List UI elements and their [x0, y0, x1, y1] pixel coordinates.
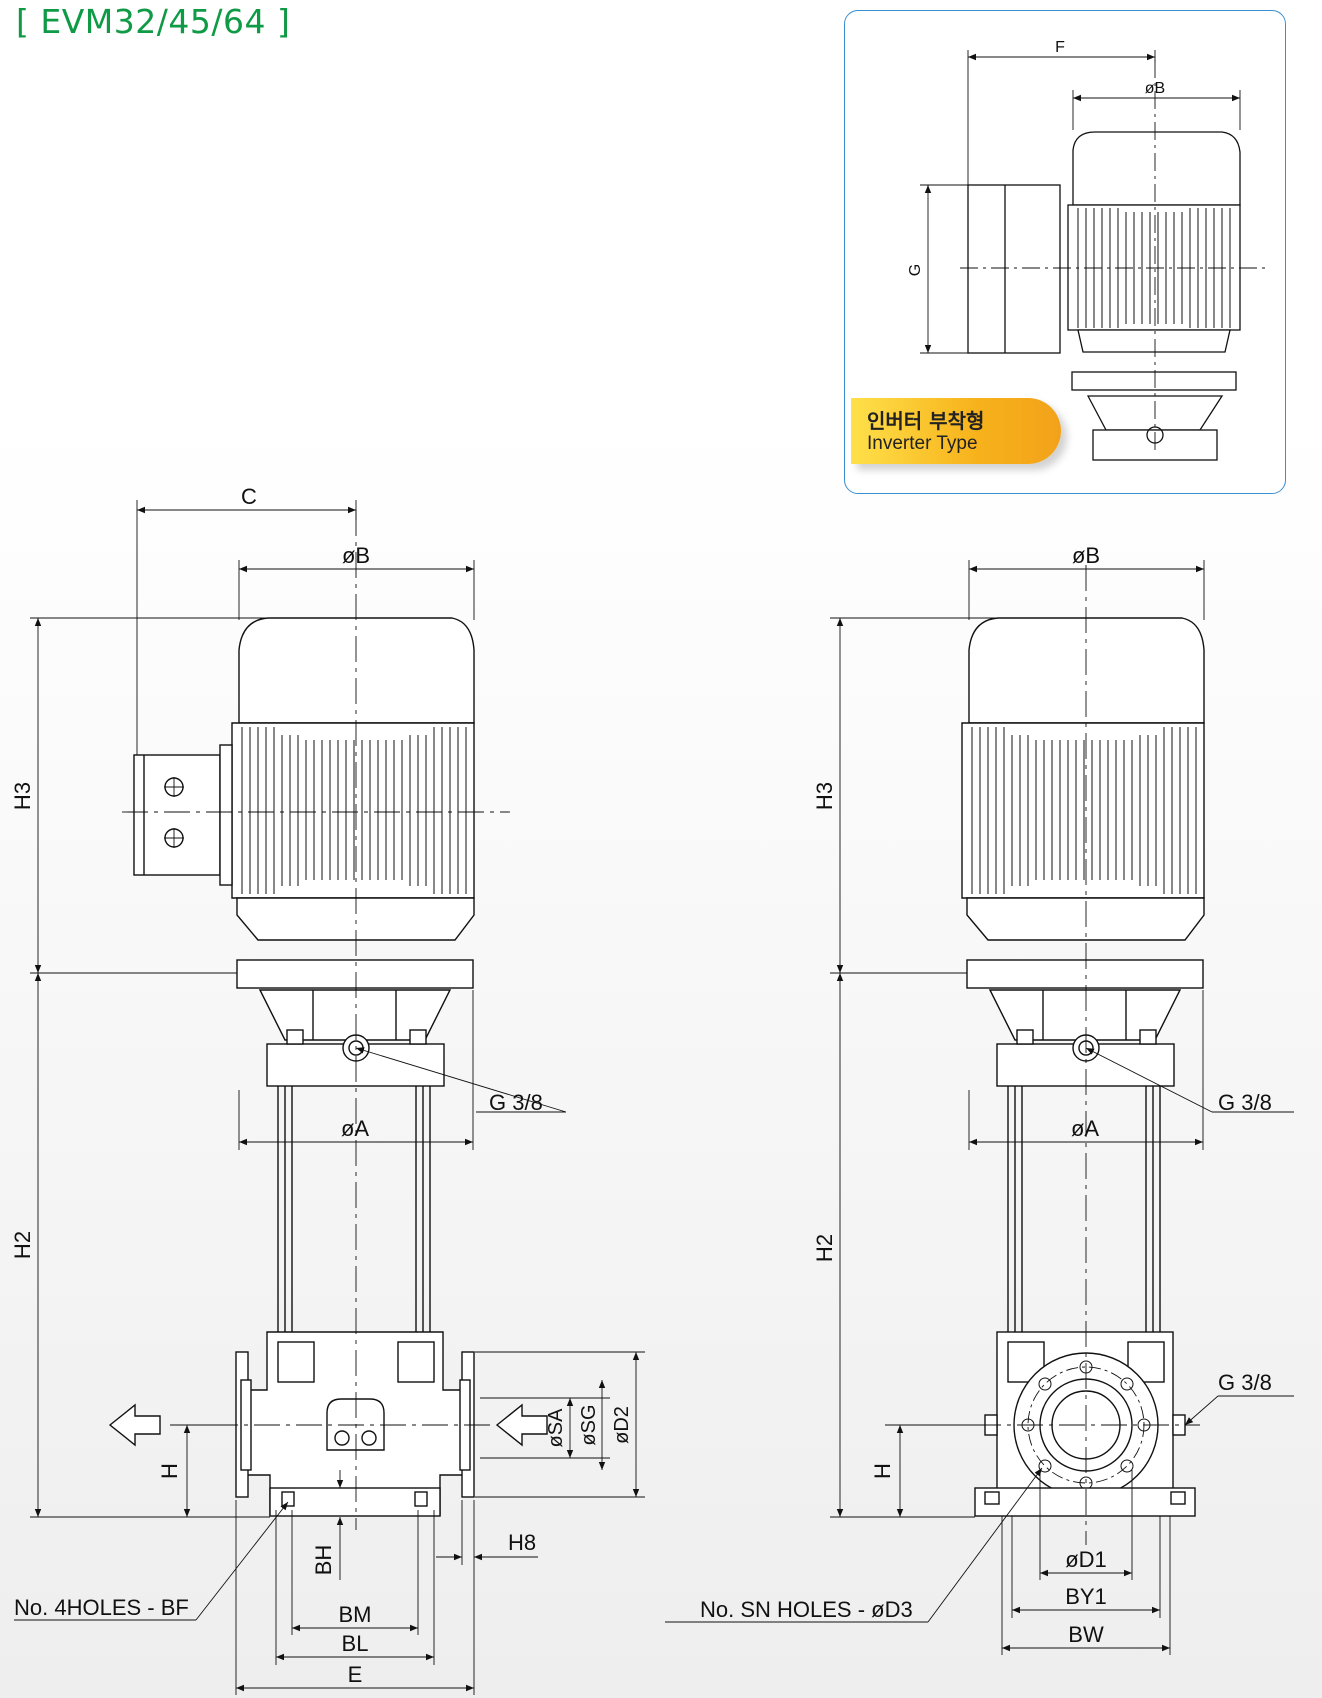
page-title: [ EVM32/45/64 ]: [16, 2, 291, 41]
side-dim-by1: BY1: [1065, 1584, 1107, 1609]
front-holes-label: No. 4HOLES - BF: [14, 1595, 189, 1620]
side-fins: [971, 727, 1197, 894]
front-dim-sa: øSA: [545, 1408, 567, 1448]
side-holes-label: No. SN HOLES - øD3: [700, 1597, 913, 1622]
front-dim-b: øB: [342, 543, 370, 568]
front-dim-e: E: [348, 1662, 363, 1687]
front-dim-h8: H8: [508, 1530, 536, 1555]
front-dim-c: C: [241, 484, 257, 509]
front-dim-h3: H3: [10, 782, 35, 810]
front-dim-d2: øD2: [611, 1406, 633, 1444]
front-dim-g38: G 3/8: [489, 1090, 543, 1115]
inset-dim-b: øB: [1145, 80, 1165, 97]
front-dim-sg: øSG: [578, 1404, 600, 1445]
badge-label-ko: 인버터 부착형: [867, 409, 985, 433]
inset-dim-g: G: [907, 264, 924, 276]
front-dim-h: H: [157, 1463, 182, 1479]
inset-drawing: [920, 50, 1268, 461]
inset-dim-f: F: [1055, 39, 1065, 56]
front-dim-a: øA: [341, 1116, 369, 1141]
side-dim-d1: øD1: [1065, 1547, 1107, 1572]
front-dim-bm: BM: [339, 1602, 372, 1627]
front-dim-h2: H2: [10, 1231, 35, 1259]
side-dim-g38-top: G 3/8: [1218, 1090, 1272, 1115]
side-dim-h2: H2: [812, 1234, 837, 1262]
front-dim-bl: BL: [342, 1631, 369, 1656]
side-view-drawing: [665, 560, 1294, 1655]
badge-label-en: Inverter Type: [867, 433, 978, 454]
front-dim-bh: BH: [311, 1545, 336, 1576]
side-dim-bw: BW: [1068, 1622, 1104, 1647]
inverter-type-badge: 인버터 부착형 Inverter Type: [851, 398, 1061, 464]
side-dim-h: H: [870, 1463, 895, 1479]
side-dim-a: øA: [1071, 1116, 1099, 1141]
side-dim-b: øB: [1072, 543, 1100, 568]
side-dim-h3: H3: [812, 782, 837, 810]
side-dim-g38-side: G 3/8: [1218, 1370, 1272, 1395]
front-fins: [241, 727, 467, 894]
front-view-drawing: [14, 500, 645, 1695]
